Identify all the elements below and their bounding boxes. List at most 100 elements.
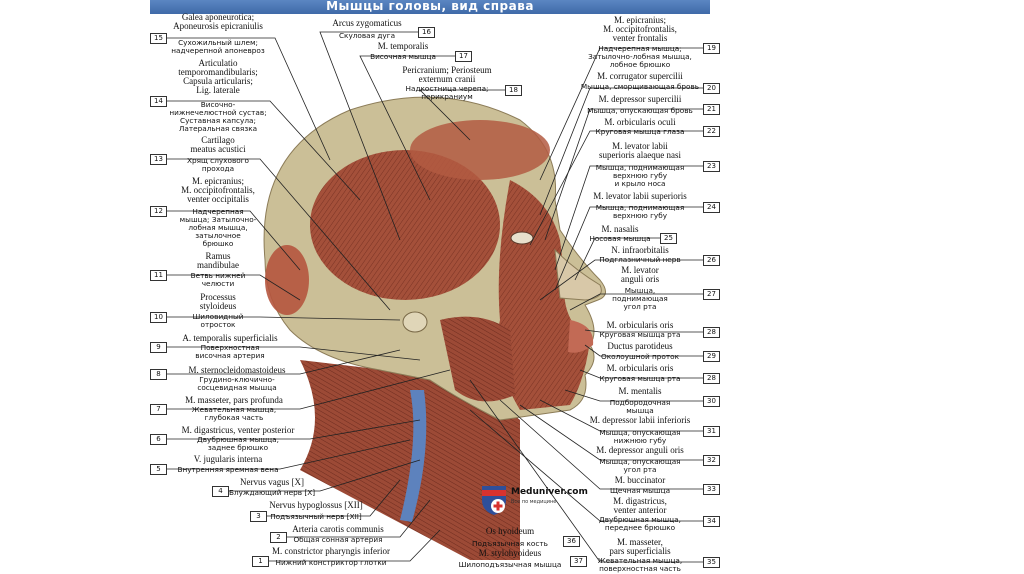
latin-line: externum cranii — [418, 74, 476, 84]
latin-line: M. depressor supercilii — [598, 94, 682, 104]
russian-line: Нижний констриктор глотки — [275, 558, 387, 567]
russian-line: Височно- — [200, 100, 236, 109]
russian-line: Мышца, опускающая — [599, 457, 681, 466]
russian-line: Шилоподъязычная мышца — [458, 560, 562, 569]
label-number-box: 9 — [150, 342, 167, 353]
label-number-box: 26 — [703, 255, 720, 266]
latin-line: styloideus — [199, 301, 237, 311]
latin-line: meatus acustici — [190, 144, 246, 154]
russian-line: Надчерепная — [192, 207, 244, 216]
latin-line: M. occipitofrontalis, — [603, 24, 677, 34]
russian-line: Скуловая дуга — [338, 31, 396, 40]
label-number-box: 29 — [703, 351, 720, 362]
latin-line: M. temporalis — [377, 41, 429, 51]
russian-name: Сухожильный шлем;надчерепной апоневроз — [143, 39, 293, 55]
latin-name: M. orbicularis oris — [565, 364, 715, 373]
russian-line: нижнечелюстной сустав; — [169, 108, 267, 117]
latin-name: M. digastricus,venter anterior — [565, 497, 715, 515]
latin-line: M. levator labii — [612, 141, 668, 151]
latin-line: M. occipitofrontalis, — [181, 185, 255, 195]
label-number-box: 24 — [703, 202, 720, 213]
latin-name: Os hyoideum — [435, 527, 585, 536]
label-number-box: 36 — [563, 536, 580, 547]
latin-line: venter occipitalis — [187, 194, 249, 204]
russian-line: Ветвь нижней — [190, 271, 246, 280]
russian-line: челюсти — [201, 279, 235, 288]
latin-line: M. masseter, pars profunda — [185, 395, 283, 405]
latin-line: Galea aponeurotica; — [181, 12, 255, 22]
latin-line: Os hyoideum — [485, 526, 535, 536]
russian-line: Щечная мышца — [609, 486, 671, 495]
label-number-box: 33 — [703, 484, 720, 495]
latin-name: Ductus parotideus — [565, 342, 715, 351]
russian-name: Внутренняя яремная вена — [153, 466, 303, 474]
russian-line: верхнюю губу — [612, 171, 668, 180]
label-number-box: 6 — [150, 434, 167, 445]
latin-name: M. sternocleidomastoideus — [162, 366, 312, 375]
latin-line: M. epicranius; — [192, 176, 244, 186]
shield-icon — [482, 486, 506, 515]
latin-line: Arcus zygomaticus — [332, 18, 402, 28]
russian-line: Внутренняя яремная вена — [177, 465, 279, 474]
label-number-box: 10 — [150, 312, 167, 323]
russian-name: Скуловая дуга — [292, 32, 442, 40]
russian-line: Жевательная мышца, — [191, 405, 277, 414]
russian-line: Жевательная мышца, — [597, 556, 683, 565]
latin-line: M. mentalis — [618, 386, 662, 396]
russian-line: Грудино-ключично- — [199, 375, 275, 384]
label-number-box: 28 — [703, 373, 720, 384]
latin-line: Ramus — [205, 251, 231, 261]
latin-name: M. orbicularis oris — [565, 321, 715, 330]
russian-line: Латеральная связка — [178, 124, 258, 133]
latin-line: Nervus vagus [X] — [240, 477, 304, 487]
latin-line: Pericranium; Periosteum — [402, 65, 492, 75]
russian-line: мышца; Затылочно- — [179, 215, 257, 224]
label-number-box: 31 — [703, 426, 720, 437]
label-number-box: 14 — [150, 96, 167, 107]
latin-line: M. orbicularis oris — [606, 363, 674, 373]
russian-line: Двубрюшная мышца, — [197, 435, 279, 444]
latin-name: M. depressor labii inferioris — [565, 416, 715, 425]
occipital-muscle — [265, 245, 309, 315]
latin-name: M. corrugator supercilii — [565, 72, 715, 81]
russian-line: Блуждающий нерв [X] — [228, 488, 316, 497]
label-number-box: 5 — [150, 464, 167, 475]
latin-name: Arcus zygomaticus — [292, 19, 442, 28]
russian-name: Подглазничный нерв — [565, 256, 715, 264]
russian-name: Нижний констриктор глотки — [256, 559, 406, 567]
russian-line: Мышца, опускающая бровь — [587, 106, 693, 115]
russian-name: Околоушной проток — [565, 353, 715, 361]
russian-name: Височная мышца — [328, 53, 478, 61]
russian-name: Круговая мышца глаза — [565, 128, 715, 136]
latin-line: M. levator labii superioris — [593, 191, 687, 201]
russian-line: поверхностная часть — [599, 564, 681, 573]
russian-name: Жевательная мышца,поверхностная часть — [565, 557, 715, 573]
label-number-box: 12 — [150, 206, 167, 217]
russian-line: Круговая мышца рта — [599, 330, 681, 339]
label-number-box: 27 — [703, 289, 720, 300]
russian-line: надчерепной апоневроз — [171, 46, 265, 55]
russian-line: переднее брюшко — [604, 523, 676, 532]
latin-line: M. sternocleidomastoideus — [188, 365, 286, 375]
title-bar: Мышцы головы, вид справа — [150, 0, 710, 14]
latin-name: M. depressor supercilii — [565, 95, 715, 104]
russian-line: прохода — [201, 164, 235, 173]
latin-line: M. digastricus, — [613, 496, 667, 506]
russian-line: Височная мышца — [370, 52, 436, 61]
latin-line: Articulatio — [198, 58, 238, 68]
russian-line: Околоушной проток — [600, 352, 680, 361]
russian-line: отросток — [200, 320, 236, 329]
russian-line: Подглазничный нерв — [599, 255, 681, 264]
latin-line: Cartilago — [201, 135, 235, 145]
latin-line: Arteria carotis communis — [292, 524, 384, 534]
page-title: Мышцы головы, вид справа — [326, 0, 534, 13]
latin-name: Arteria carotis communis — [263, 525, 413, 534]
russian-line: заднее брюшко — [207, 443, 269, 452]
